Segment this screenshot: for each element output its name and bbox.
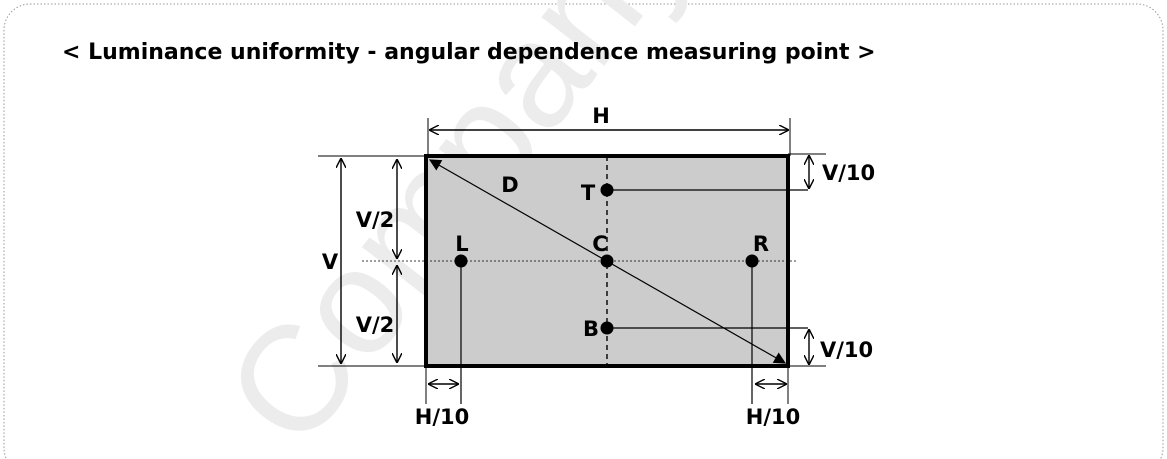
diagram-title: < Luminance uniformity - angular depende… bbox=[62, 40, 876, 65]
diagonal-label: D bbox=[501, 173, 518, 197]
point-c-label: C bbox=[592, 232, 607, 256]
point-r-label: R bbox=[753, 232, 769, 256]
point-t-marker bbox=[600, 183, 614, 197]
width-label: H bbox=[592, 104, 610, 128]
tenth-width-right-label: H/10 bbox=[746, 405, 800, 429]
tenth-height-top-label: V/10 bbox=[822, 161, 875, 185]
half-height-top-label: V/2 bbox=[356, 208, 395, 232]
point-l-label: L bbox=[455, 232, 468, 256]
point-b-label: B bbox=[583, 317, 599, 341]
point-l-marker bbox=[454, 254, 468, 268]
point-b-marker bbox=[600, 321, 614, 335]
point-t-label: T bbox=[581, 181, 596, 205]
height-label: V bbox=[322, 250, 339, 274]
point-c-marker bbox=[600, 254, 614, 268]
tenth-height-bottom-label: V/10 bbox=[820, 338, 873, 362]
tenth-width-left-label: H/10 bbox=[415, 405, 469, 429]
point-r-marker bbox=[745, 254, 759, 268]
outer-frame bbox=[3, 3, 1164, 459]
half-height-bottom-label: V/2 bbox=[356, 313, 395, 337]
